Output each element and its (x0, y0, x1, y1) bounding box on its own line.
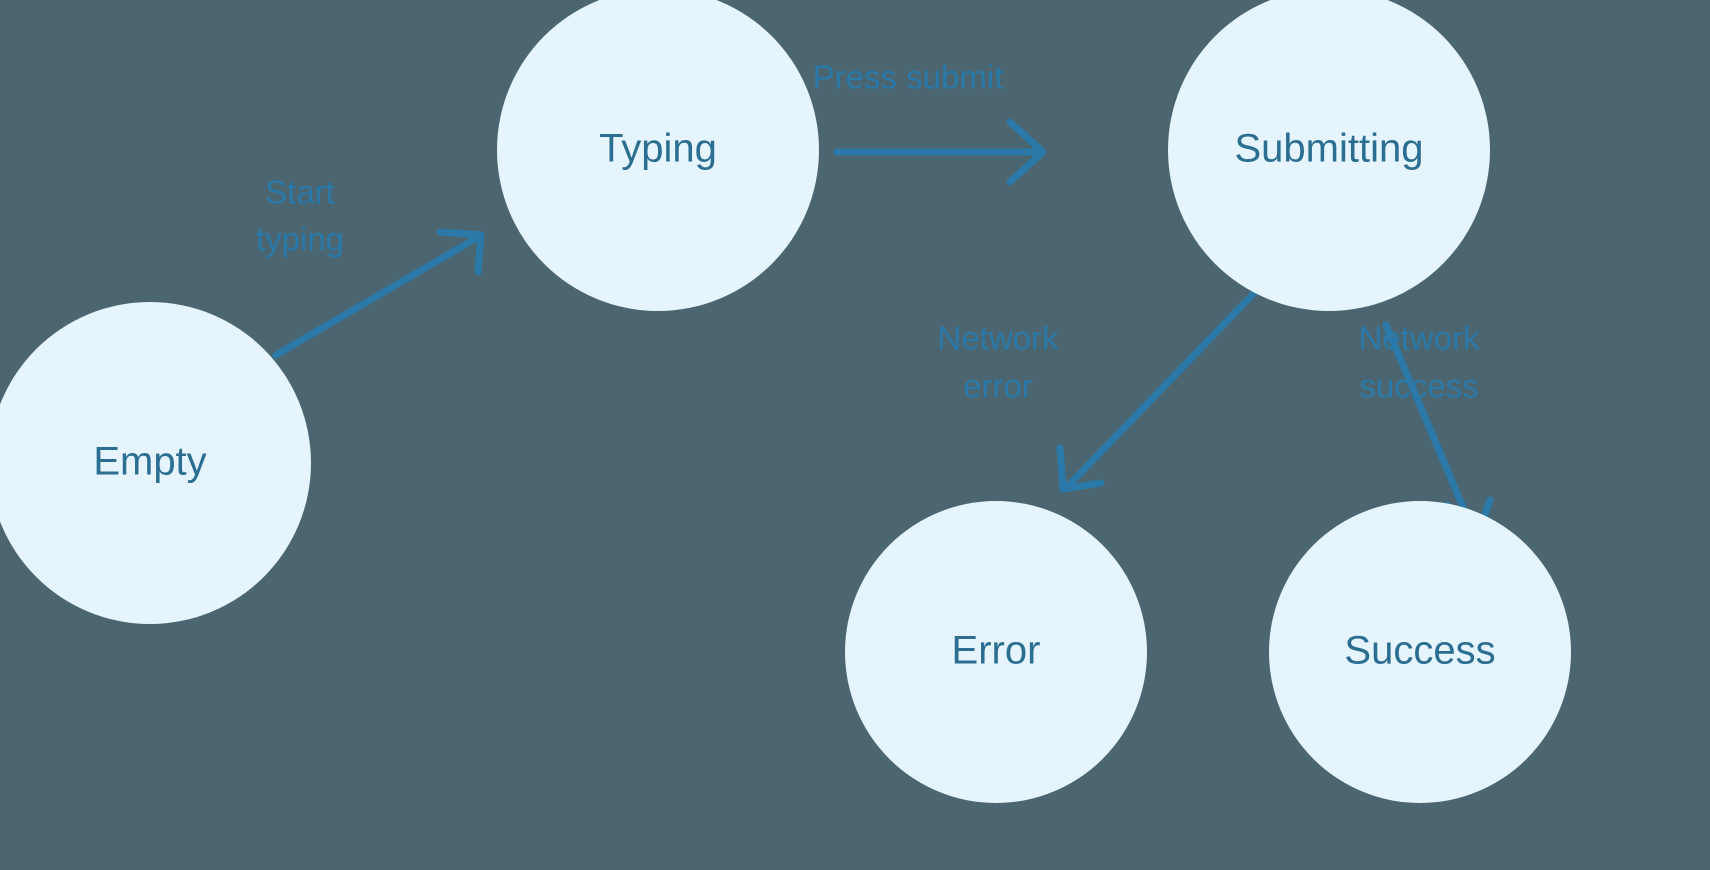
state-node-submitting-label: Submitting (1235, 127, 1424, 171)
state-node-success[interactable]: Success (1269, 501, 1571, 803)
edge-submitting-to-success: Network success (1358, 320, 1494, 541)
state-node-error[interactable]: Error (845, 501, 1147, 803)
edge-label-network-error-line2: error (963, 368, 1033, 405)
edge-label-network-success-line1: Network (1358, 320, 1480, 357)
state-node-empty[interactable]: Empty (0, 302, 311, 624)
state-node-typing-label: Typing (599, 127, 717, 171)
edge-label-press-submit: Press submit (813, 59, 1004, 96)
state-node-empty-label: Empty (93, 440, 206, 484)
edge-submitting-to-error: Network error (937, 286, 1261, 493)
state-node-typing[interactable]: Typing (497, 0, 819, 311)
edge-submitting-to-error-line (1064, 286, 1261, 490)
state-node-typing-circle[interactable] (497, 0, 819, 311)
state-node-success-circle[interactable] (1269, 501, 1571, 803)
edge-empty-to-typing: Start typing (256, 174, 485, 359)
edge-empty-to-typing-arrowhead (436, 228, 485, 276)
state-node-error-circle[interactable] (845, 501, 1147, 803)
edge-typing-to-submitting: Press submit (813, 59, 1047, 186)
edge-label-network-success-line2: success (1359, 368, 1478, 405)
edge-typing-to-submitting-arrowhead (1006, 118, 1047, 186)
edge-submitting-to-success-line (1382, 321, 1478, 537)
state-node-empty-circle[interactable] (0, 302, 311, 624)
edge-submitting-to-error-arrowhead (1056, 444, 1105, 493)
state-node-submitting-circle[interactable] (1168, 0, 1490, 311)
edge-label-start-typing-line1: Start (265, 174, 335, 211)
edge-label-start-typing-line2: typing (256, 221, 344, 258)
state-node-submitting[interactable]: Submitting (1168, 0, 1490, 311)
state-node-success-label: Success (1344, 629, 1495, 673)
edge-label-network-error-line1: Network (937, 320, 1059, 357)
state-node-error-label: Error (952, 629, 1041, 673)
edge-empty-to-typing-line (272, 232, 484, 359)
